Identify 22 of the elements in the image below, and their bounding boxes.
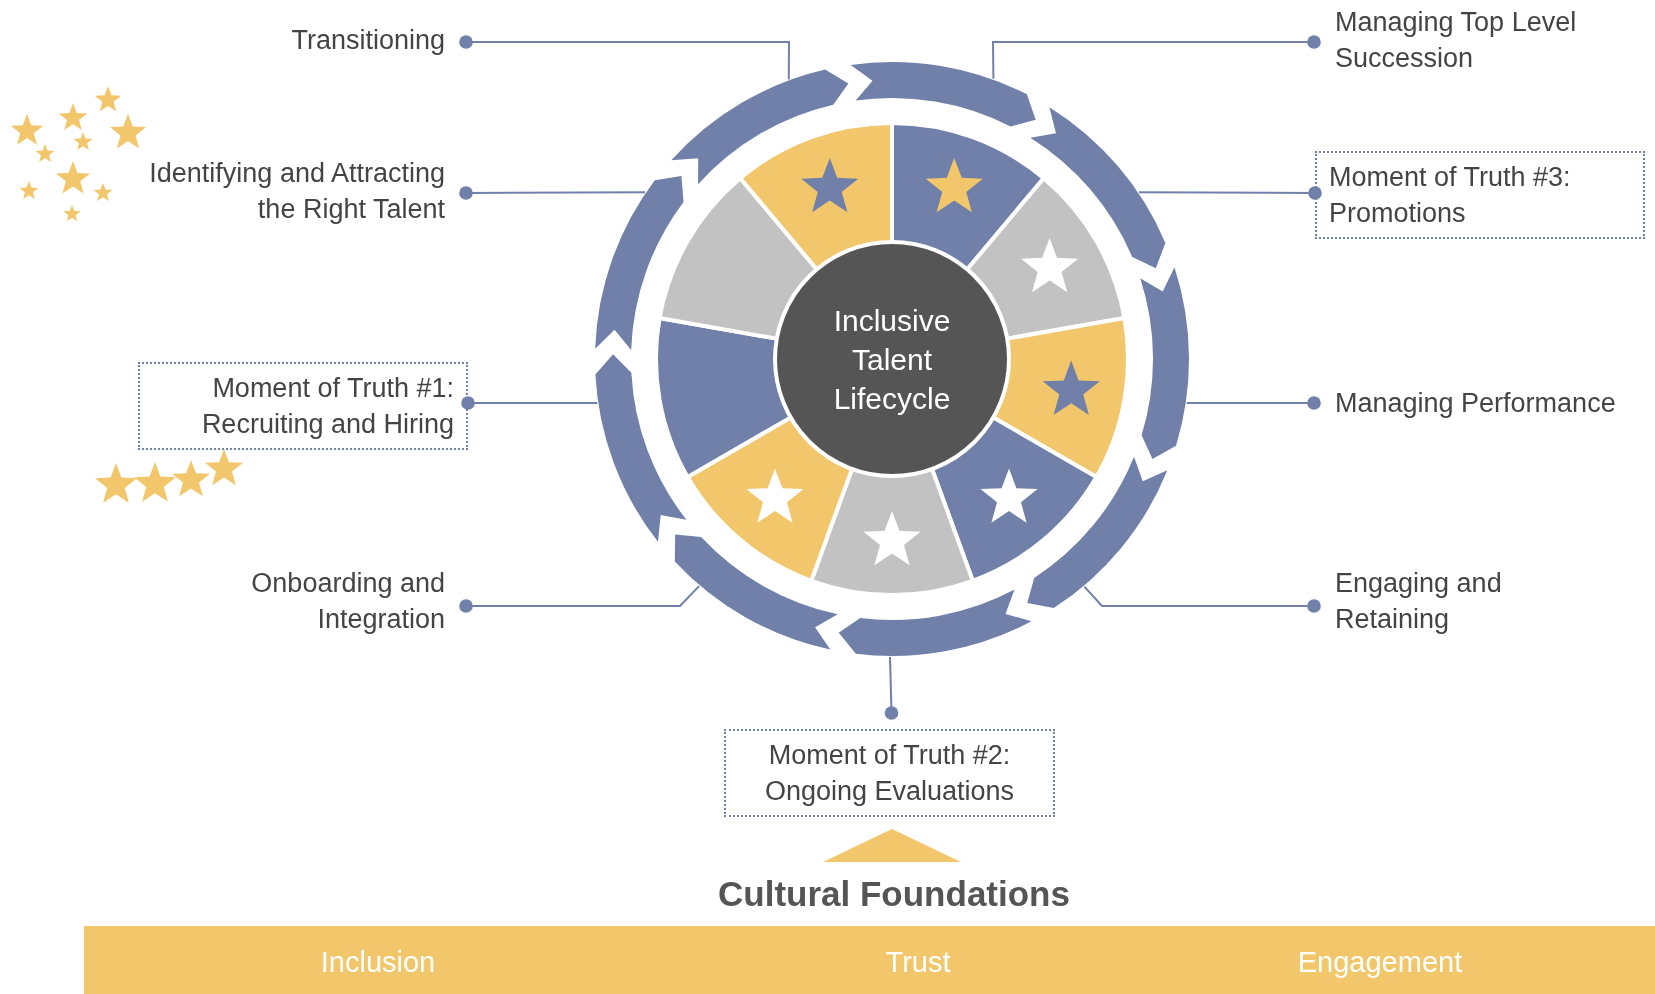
leader-line bbox=[459, 186, 646, 200]
band-label: Inclusion bbox=[319, 945, 437, 980]
band-label: Engagement bbox=[1296, 945, 1464, 980]
section-heading: Cultural Foundations bbox=[717, 874, 1071, 914]
leader-line bbox=[884, 656, 899, 720]
leader-line bbox=[1138, 186, 1322, 200]
leader-line bbox=[459, 585, 701, 613]
leader-line bbox=[1083, 585, 1321, 613]
leader-line bbox=[992, 35, 1321, 80]
stage-label: Engaging and Retaining bbox=[1335, 565, 1565, 637]
leader-line bbox=[461, 396, 599, 410]
leader-line bbox=[459, 35, 790, 81]
callout-box: Moment of Truth #1: Recruiting and Hiring bbox=[138, 362, 468, 450]
stage-label: Managing Performance bbox=[1335, 385, 1655, 421]
callout-box: Moment of Truth #2: Ongoing Evaluations bbox=[724, 729, 1055, 817]
stage-label: Managing Top Level Succession bbox=[1335, 4, 1635, 76]
leader-line bbox=[1185, 396, 1321, 410]
stage-label: Transitioning bbox=[145, 22, 445, 58]
stage-label: Identifying and Attracting the Right Talent bbox=[115, 155, 445, 227]
band-label: Trust bbox=[884, 945, 952, 980]
stage-label: Onboarding and Integration bbox=[145, 565, 445, 637]
callout-box: Moment of Truth #3: Promotions bbox=[1315, 151, 1645, 239]
